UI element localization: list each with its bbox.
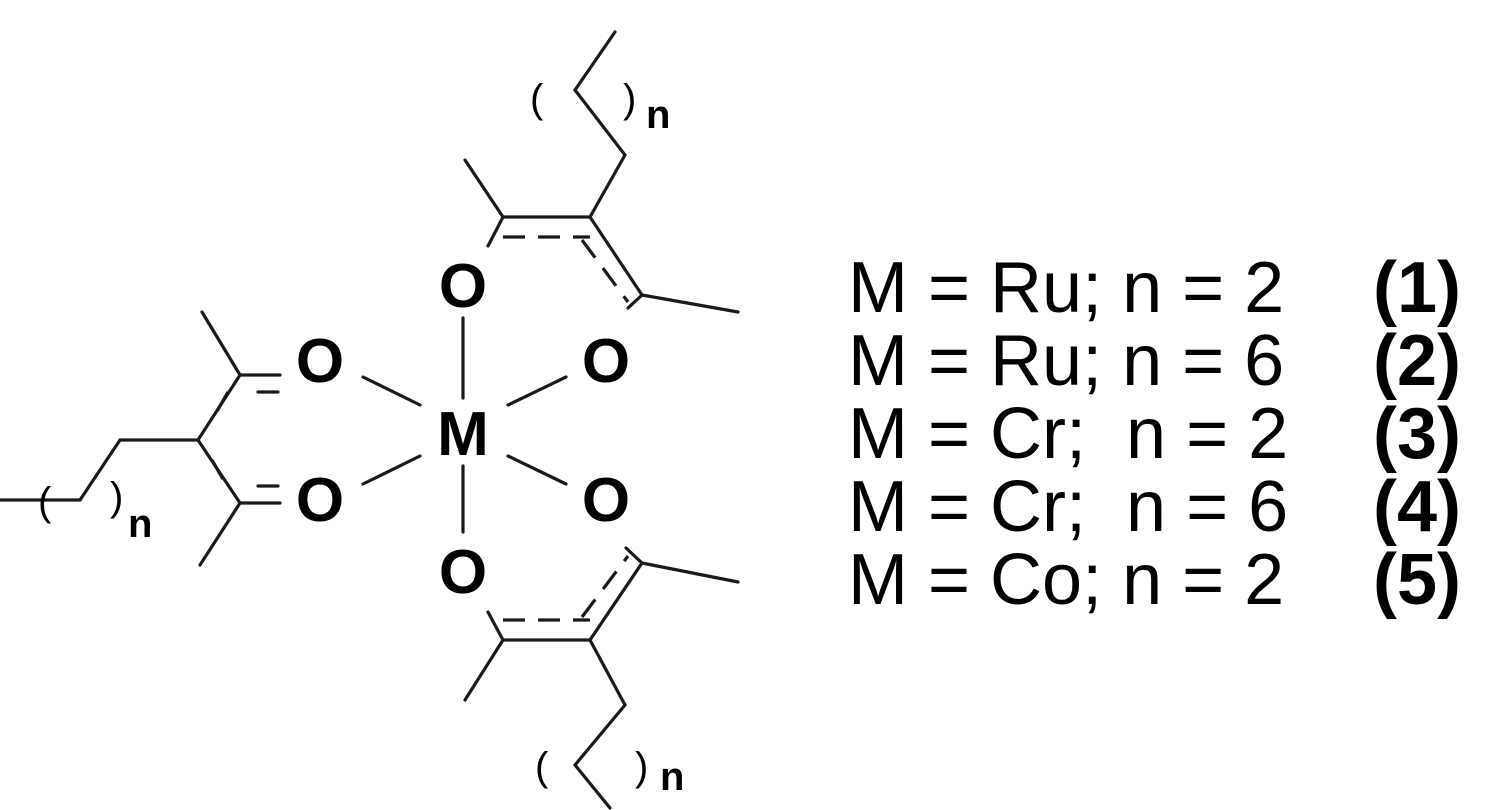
legend-assignment-4: M = Cr; n = 6 — [848, 467, 1289, 547]
repeat-subscript-left: n — [128, 502, 152, 546]
repeat-open-paren-left: ( — [38, 480, 52, 524]
repeat-subscript-top: n — [646, 93, 670, 137]
legend-compound-number-2: (2) — [1373, 321, 1461, 401]
coordination-bonds — [361, 316, 568, 534]
legend-row-3: M = Cr; n = 2 (3) — [848, 398, 1461, 471]
legend-compound-number-3: (3) — [1373, 394, 1461, 474]
legend-assignment-2: M = Ru; n = 6 — [848, 321, 1285, 401]
repeat-open-paren-top: ( — [530, 77, 544, 121]
metal-complex-structure: M O O O O O O ( ) n ( ) n ( ) n — [0, 30, 740, 810]
top-ligand — [463, 30, 740, 314]
repeat-close-paren-bottom: ) — [635, 745, 648, 789]
legend-assignment-5: M = Co; n = 2 — [848, 540, 1285, 620]
oxygen-label-upper-right: O — [582, 327, 630, 396]
legend-row-1: M = Ru; n = 2 (1) — [848, 252, 1461, 325]
repeat-close-paren-left: ) — [110, 475, 123, 519]
central-metal-label: M — [437, 400, 489, 469]
oxygen-label-lower-left: O — [296, 466, 344, 535]
legend-compound-number-5: (5) — [1373, 540, 1461, 620]
oxygen-label-upper-left: O — [296, 327, 344, 396]
compound-legend: M = Ru; n = 2 (1) M = Ru; n = 6 (2) M = … — [848, 252, 1461, 617]
left-ligand — [0, 310, 282, 567]
bottom-ligand — [463, 546, 740, 810]
repeat-subscript-bottom: n — [660, 755, 684, 799]
oxygen-label-lower-right: O — [582, 466, 630, 535]
oxygen-label-top: O — [439, 252, 487, 321]
legend-compound-number-4: (4) — [1373, 467, 1461, 547]
oxygen-label-bottom: O — [439, 538, 487, 607]
legend-row-4: M = Cr; n = 6 (4) — [848, 471, 1461, 544]
legend-assignment-1: M = Ru; n = 2 — [848, 248, 1285, 328]
legend-assignment-3: M = Cr; n = 2 — [848, 394, 1289, 474]
legend-row-5: M = Co; n = 2 (5) — [848, 544, 1461, 617]
legend-row-2: M = Ru; n = 6 (2) — [848, 325, 1461, 398]
repeat-close-paren-top: ) — [623, 77, 636, 121]
legend-compound-number-1: (1) — [1373, 248, 1461, 328]
repeat-open-paren-bottom: ( — [535, 745, 549, 789]
